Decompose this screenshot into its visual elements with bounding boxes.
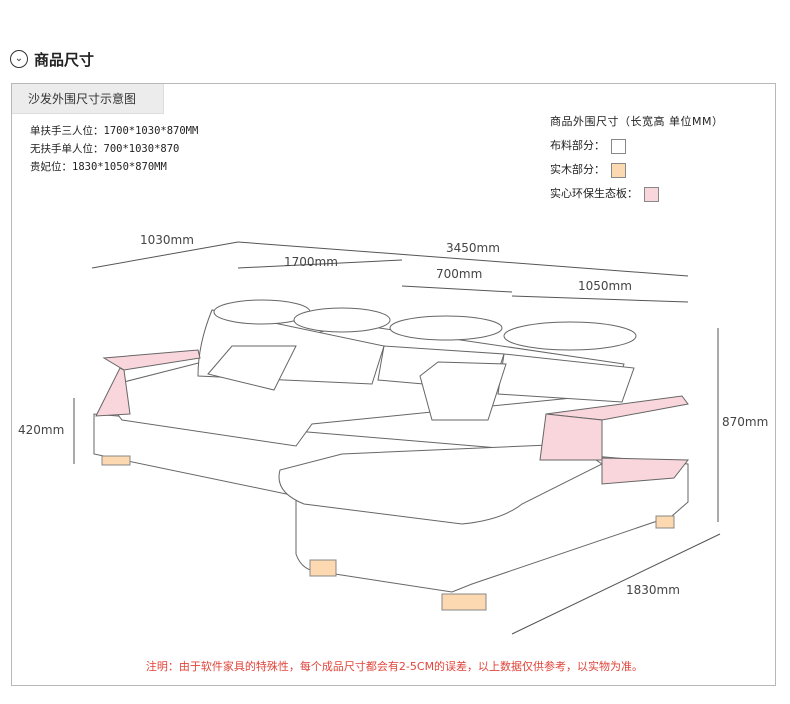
size-panel: 沙发外围尺寸示意图 单扶手三人位：1700*1030*870MM 无扶手单人位：… <box>11 83 776 686</box>
dim-line-single <box>401 285 513 293</box>
dim-three-seat: 1700mm <box>284 255 338 269</box>
armrest-right-side <box>539 413 603 461</box>
leg-left <box>101 455 131 466</box>
pillow-right <box>419 361 507 421</box>
legend-board-label: 实心环保生态板： <box>550 187 638 200</box>
section-title: 商品尺寸 <box>34 50 95 69</box>
legend-fabric-label: 布料部分： <box>550 139 605 152</box>
dim-single-seat: 700mm <box>436 267 482 281</box>
armrest-left-side <box>95 367 131 417</box>
leg-chaise-corner <box>441 593 487 611</box>
spec-single-seat: 无扶手单人位：700*1030*870 <box>30 143 180 155</box>
legend-wood: 实木部分： <box>550 158 723 182</box>
dim-chaise-length: 1830mm <box>626 583 680 597</box>
legend: 商品外围尺寸（长宽高 单位MM） 布料部分： 实木部分： 实心环保生态板： <box>550 110 723 206</box>
panel-tab: 沙发外围尺寸示意图 <box>12 84 164 114</box>
dim-depth: 1030mm <box>140 233 194 247</box>
fabric-swatch <box>611 138 626 154</box>
disclaimer-note: 注明：由于软件家具的特殊性，每个成品尺寸都会有2-5CM的误差，以上数据仅供参考… <box>145 660 644 673</box>
sofa-diagram: 1030mm 3450mm 1700mm 700mm 1050mm 420mm … <box>18 233 768 635</box>
wood-swatch <box>611 162 626 178</box>
leg-chaise-front <box>309 559 337 577</box>
armrest-left-top <box>102 349 201 371</box>
dim-line-depth <box>91 241 239 269</box>
dim-line-total <box>237 241 689 277</box>
leg-right <box>655 515 675 529</box>
legend-title: 商品外围尺寸（长宽高 单位MM） <box>550 115 724 128</box>
headrest-2 <box>293 307 391 333</box>
spec-three-seat: 单扶手三人位：1700*1030*870MM <box>30 125 199 137</box>
legend-wood-label: 实木部分： <box>550 163 605 176</box>
legend-board: 实心环保生态板： <box>550 182 723 206</box>
pillow-left <box>207 345 297 391</box>
dim-seat-height: 420mm <box>18 423 64 437</box>
dim-total-length: 3450mm <box>446 241 500 255</box>
dim-chaise-width: 1050mm <box>578 279 632 293</box>
dim-line-chaise-length <box>511 533 721 635</box>
headrest-4 <box>503 321 637 351</box>
armrest-right-shelf <box>601 457 690 485</box>
legend-fabric: 布料部分： <box>550 134 723 158</box>
chaise-cushion <box>278 443 603 525</box>
dim-total-height: 870mm <box>722 415 768 429</box>
board-swatch <box>644 186 659 202</box>
dim-line-three-seat <box>237 259 403 269</box>
spec-list: 单扶手三人位：1700*1030*870MM 无扶手单人位：700*1030*8… <box>30 122 198 176</box>
dim-line-chaise-width <box>511 295 689 303</box>
headrest-3 <box>389 315 503 341</box>
section-header: ⌄ 商品尺寸 <box>10 44 94 74</box>
backrest-right <box>497 353 635 403</box>
spec-chaise: 贵妃位：1830*1050*870MM <box>30 161 167 173</box>
chevron-down-icon[interactable]: ⌄ <box>10 50 28 68</box>
